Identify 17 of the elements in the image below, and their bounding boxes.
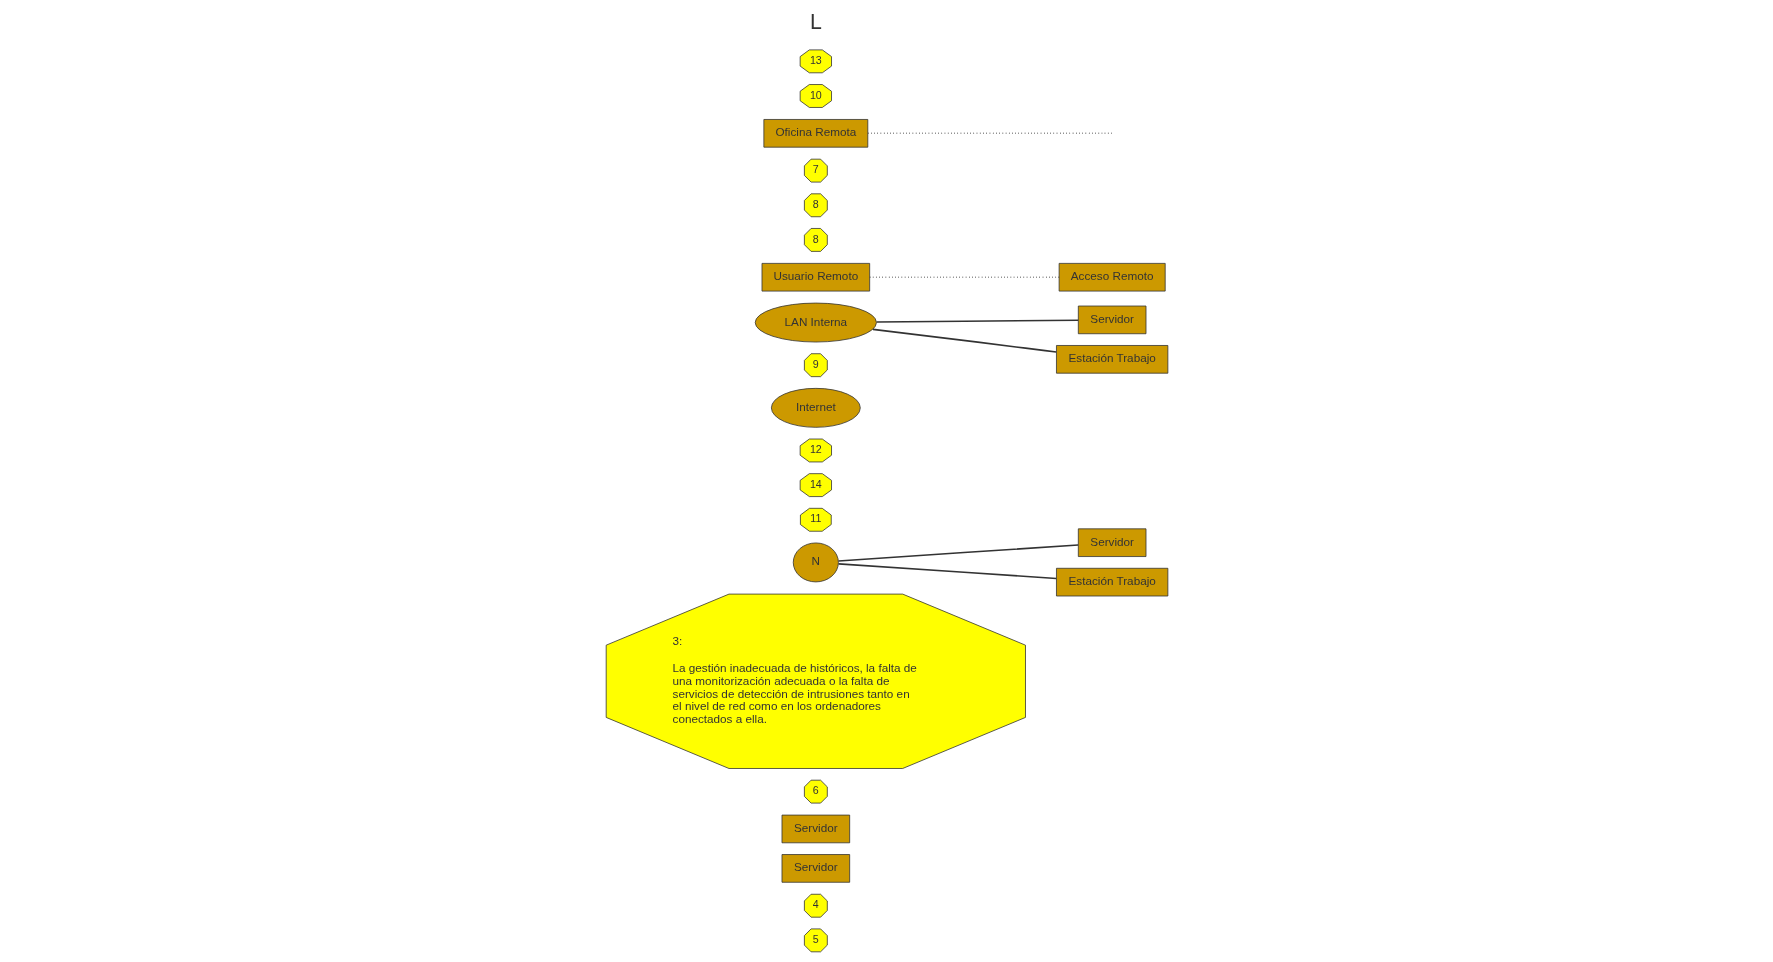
node-box: Usuario Remoto <box>761 263 870 292</box>
node-box: Estación Trabajo <box>1055 345 1168 374</box>
node-box: Servidor <box>1077 305 1146 335</box>
label: L <box>809 10 822 35</box>
node-ellipse: LAN Interna <box>754 302 877 343</box>
node-box: Servidor <box>1077 528 1146 557</box>
connector <box>837 544 1079 562</box>
node-box: Servidor <box>781 814 850 844</box>
node-box: Servidor <box>781 854 850 883</box>
node-ellipse: Internet <box>770 387 861 428</box>
connector <box>875 319 1079 323</box>
node-box: Acceso Remoto <box>1058 263 1166 292</box>
node-box: Oficina Remota <box>762 119 868 148</box>
connector <box>837 563 1057 580</box>
node-box: Estación Trabajo <box>1055 567 1168 597</box>
connector <box>871 328 1057 353</box>
node-ellipse: N <box>792 542 839 583</box>
